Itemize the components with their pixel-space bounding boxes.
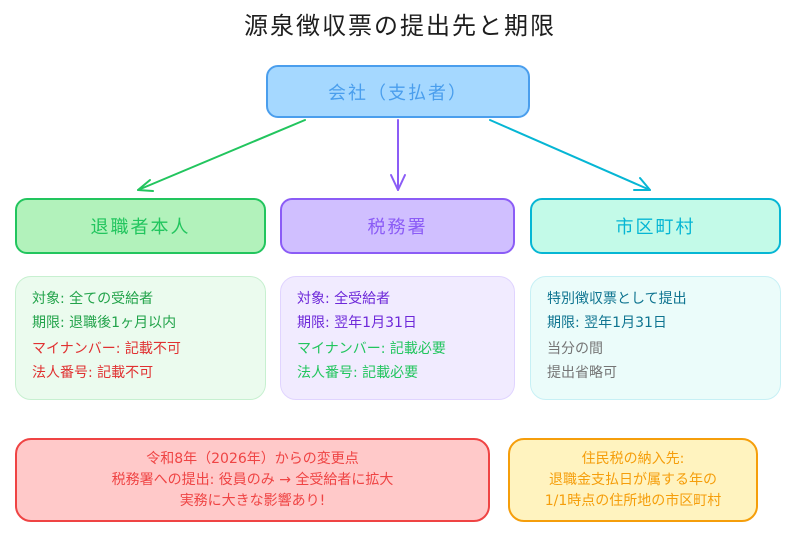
destination-taxoffice-header: 税務署 [280, 198, 515, 254]
detail-line: 特別徴収票として提出 [547, 291, 687, 307]
employee-details-box: 対象: 全ての受給者 期限: 退職後1ヶ月以内 マイナンバー: 記載不可 法人番… [15, 276, 266, 400]
arrow-to-employee [137, 119, 306, 192]
residence-tax-note-box: 住民税の納入先: 退職金支払日が属する年の 1/1時点の住所地の市区町村 [508, 438, 758, 522]
change-notice-line: 令和8年（2026年）からの変更点 [146, 450, 359, 467]
detail-line: 法人番号: 記載不可 [32, 365, 154, 381]
residence-tax-line: 住民税の納入先: [581, 450, 685, 467]
taxoffice-details-box: 対象: 全受給者 期限: 翌年1月31日 マイナンバー: 記載必要 法人番号: … [280, 276, 515, 400]
arrow-to-city [489, 119, 651, 191]
residence-tax-line: 退職金支払日が属する年の [549, 471, 717, 488]
diagram-title: 源泉徴収票の提出先と期限 [244, 12, 556, 40]
detail-line: 対象: 全ての受給者 [32, 291, 154, 307]
arrow-to-taxoffice [390, 119, 406, 191]
detail-line: 法人番号: 記載必要 [297, 365, 419, 381]
destination-city-header: 市区町村 [530, 198, 781, 254]
detail-line: 期限: 翌年1月31日 [547, 315, 667, 331]
destination-employee-header: 退職者本人 [15, 198, 266, 254]
change-notice-line: 税務署への提出: 役員のみ → 全受給者に拡大 [111, 471, 394, 488]
residence-tax-line: 1/1時点の住所地の市区町村 [544, 492, 722, 509]
detail-line: 当分の間 [547, 341, 603, 357]
detail-line: 期限: 退職後1ヶ月以内 [32, 315, 177, 331]
detail-line: 提出省略可 [547, 365, 617, 381]
city-details-box: 特別徴収票として提出 期限: 翌年1月31日 当分の間 提出省略可 [530, 276, 781, 400]
detail-line: マイナンバー: 記載必要 [297, 341, 446, 357]
detail-line: マイナンバー: 記載不可 [32, 341, 181, 357]
detail-line: 対象: 全受給者 [297, 291, 391, 307]
change-notice-box: 令和8年（2026年）からの変更点 税務署への提出: 役員のみ → 全受給者に拡… [15, 438, 490, 522]
source-company-box: 会社（支払者） [266, 65, 530, 118]
detail-line: 期限: 翌年1月31日 [297, 315, 417, 331]
change-notice-line: 実務に大きな影響あり! [179, 492, 326, 509]
